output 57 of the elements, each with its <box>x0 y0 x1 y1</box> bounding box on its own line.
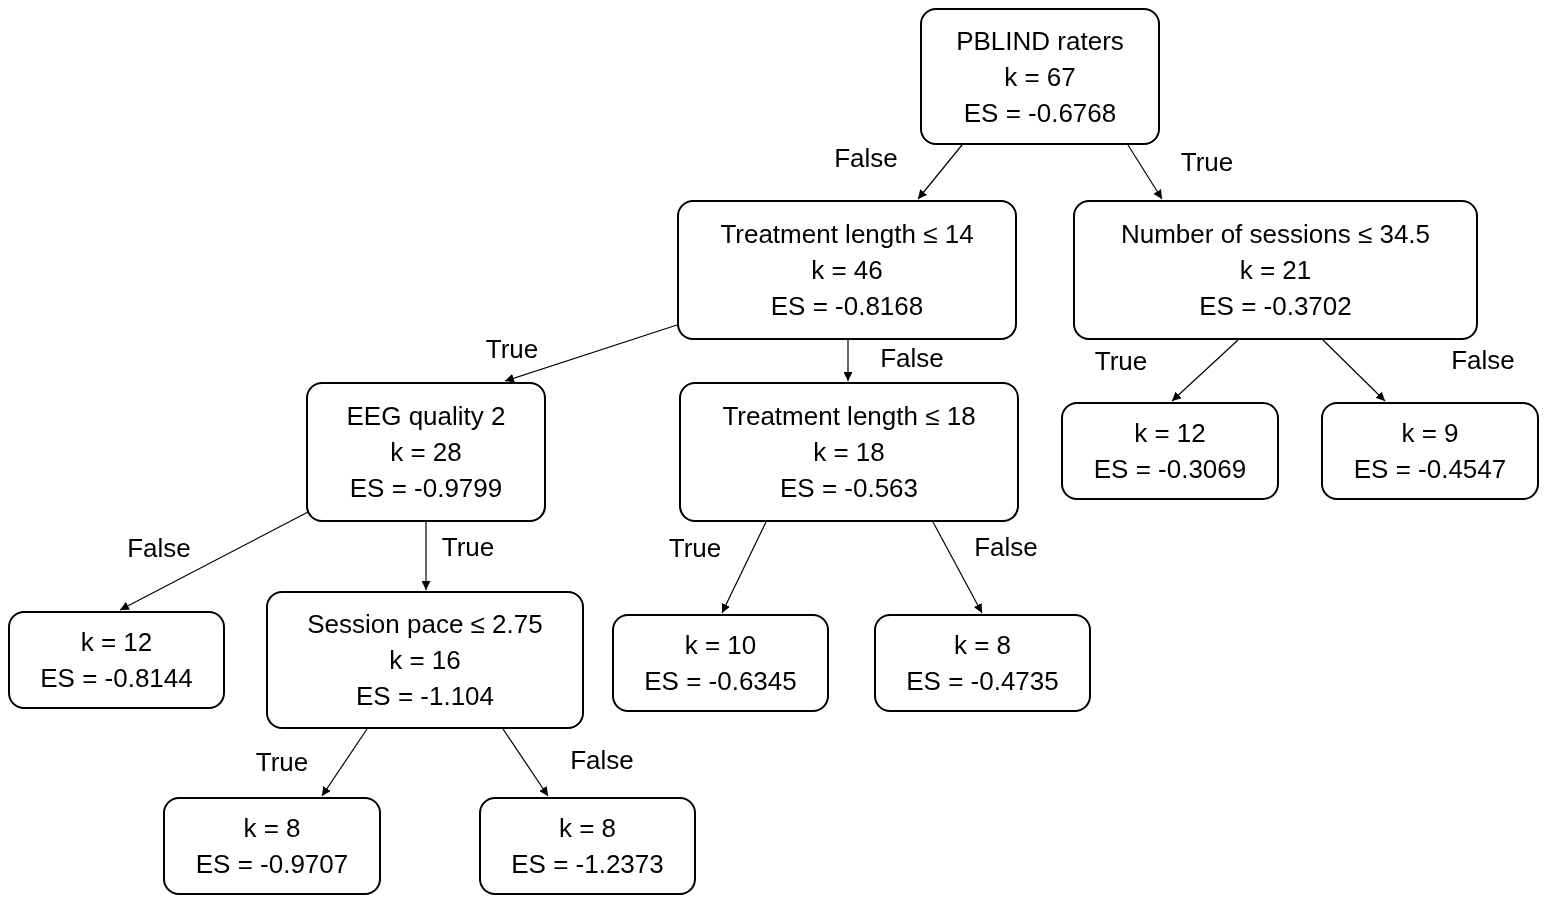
node-text: k = 67 <box>1004 60 1076 94</box>
node-text: ES = -1.2373 <box>511 848 664 881</box>
node-text: ES = -0.9799 <box>349 472 503 505</box>
node-text: EEG quality 2 <box>346 400 506 433</box>
decision-node-box <box>8 611 225 709</box>
node-text: k = 10 <box>684 629 757 662</box>
node-text: k = 46 <box>811 254 883 287</box>
node-text: ES = -0.3702 <box>1199 290 1352 323</box>
node-text: k = 8 <box>558 812 617 845</box>
arrow <box>119 511 309 611</box>
arrow <box>502 728 549 797</box>
node-text: k = 12 <box>1134 417 1206 450</box>
node-text: k = 12 <box>80 626 153 659</box>
node-text: k = 16 <box>389 644 461 677</box>
node-text: ES = -0.8144 <box>40 662 193 695</box>
arrow <box>1127 144 1163 200</box>
node-text: k = 8 <box>243 812 301 845</box>
decision-node-box <box>612 614 829 712</box>
decision-node-box <box>920 8 1160 145</box>
decision-node-box <box>306 382 546 522</box>
arrow <box>1322 339 1386 402</box>
node-text: ES = -0.4735 <box>906 665 1059 698</box>
node-text: ES = -1.104 <box>355 680 494 713</box>
node-text: ES = -0.563 <box>779 472 918 505</box>
node-text: k = 28 <box>390 436 462 469</box>
decision-node-box <box>479 797 696 895</box>
decision-node-box <box>874 614 1091 712</box>
decision-node-box <box>1061 402 1279 500</box>
node-text: ES = -0.8168 <box>770 290 924 323</box>
node-text: Treatment length ≤ 18 <box>722 400 976 433</box>
node-text: Treatment length ≤ 14 <box>720 218 974 251</box>
node-text: ES = -0.6345 <box>644 665 797 698</box>
decision-node-box <box>677 200 1017 340</box>
decision-node-box <box>266 591 584 729</box>
arrow <box>932 521 983 614</box>
node-text: Number of sessions ≤ 34.5 <box>1120 218 1431 251</box>
decision-node-box <box>163 797 381 895</box>
arrow <box>721 521 767 614</box>
arrow <box>1171 339 1239 402</box>
arrow <box>504 324 678 383</box>
node-text: ES = -0.3069 <box>1093 453 1247 486</box>
decision-node-box <box>679 382 1019 522</box>
arrow <box>843 339 853 382</box>
node-text: Session pace ≤ 2.75 <box>307 608 543 641</box>
arrow <box>917 144 963 200</box>
node-text: k = 8 <box>953 629 1012 662</box>
node-text: k = 18 <box>813 436 885 469</box>
node-text: ES = -0.9707 <box>195 848 349 881</box>
arrow <box>421 521 431 591</box>
node-text: ES = -0.6768 <box>963 96 1117 130</box>
arrow <box>321 728 368 797</box>
node-text: k = 9 <box>1401 417 1459 450</box>
node-text: ES = -0.4547 <box>1353 453 1507 486</box>
decision-node-box <box>1073 200 1478 340</box>
node-text: k = 21 <box>1239 254 1312 287</box>
decision-node-box <box>1321 402 1539 500</box>
node-text: PBLIND raters <box>956 24 1124 58</box>
